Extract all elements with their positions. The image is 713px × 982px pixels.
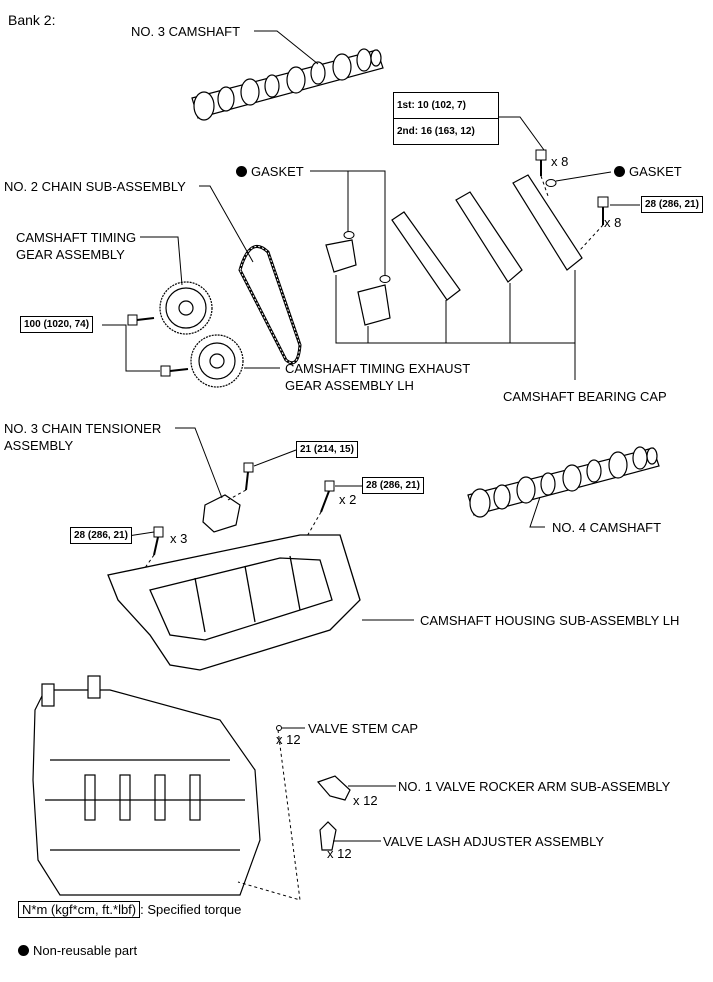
legend-non-reusable: Non-reusable part: [18, 942, 137, 959]
torque-housing-bolt-b: 28 (286, 21): [362, 477, 424, 494]
label-rocker-arm: NO. 1 VALVE ROCKER ARM SUB-ASSEMBLY: [398, 779, 671, 794]
legend-torque: N*m (kgf*cm, ft.*lbf): Specified torque: [18, 901, 241, 918]
count-housing-bolts-a: x 3: [170, 531, 188, 546]
label-timing-exhaust-gear: CAMSHAFT TIMING EXHAUST GEAR ASSEMBLY LH: [285, 361, 471, 393]
cylinder-head-drawing: [32, 675, 261, 896]
exhaust-gear-drawing: [190, 334, 244, 388]
count-valve-stem-caps: x 12: [276, 732, 301, 747]
rocker-arm-drawing: [316, 775, 351, 801]
label-gasket-right: GASKET: [614, 163, 682, 180]
label-no2-chain: NO. 2 CHAIN SUB-ASSEMBLY: [4, 179, 186, 194]
leader-tensioner: [175, 427, 223, 499]
torque-cap-bolt-1st: 1st: 10 (102, 7): [397, 100, 466, 111]
legend-torque-desc: : Specified torque: [140, 902, 242, 917]
label-valve-stem-cap: VALVE STEM CAP: [308, 721, 419, 736]
cap-bolt-drawing: [535, 149, 549, 197]
leader-no3-camshaft: [254, 30, 319, 65]
bank-title: Bank 2:: [8, 12, 56, 28]
no2-chain-drawing: [238, 245, 302, 365]
legend-torque-box: N*m (kgf*cm, ft.*lbf): [18, 901, 141, 918]
housing-drawing: [107, 534, 361, 671]
valve-stem-cap-drawing: [276, 725, 282, 731]
non-reusable-icon: [236, 166, 247, 177]
label-bearing-cap: CAMSHAFT BEARING CAP: [503, 389, 667, 404]
gear-bolts-drawing: [102, 314, 189, 377]
leader-no2-chain: [199, 185, 254, 263]
lash-adjuster-drawing: [319, 821, 337, 851]
torque-cap-bolt-2nd: 2nd: 16 (163, 12): [394, 118, 498, 144]
count-housing-bolts-b: x 2: [339, 492, 357, 507]
torque-cap-bolt-stack: 1st: 10 (102, 7) 2nd: 16 (163, 12): [393, 92, 499, 145]
tensioner-bolt-drawing: [227, 449, 297, 501]
torque-gear-bolt: 100 (1020, 74): [20, 316, 94, 333]
tensioner-drawing: [202, 494, 241, 533]
torque-tensioner-bolt: 21 (214, 15): [296, 441, 358, 458]
bearing-caps-drawing: [325, 174, 583, 326]
timing-gear-drawing: [159, 281, 213, 335]
torque-housing-bolt-a: 28 (286, 21): [70, 527, 132, 544]
torque-cap-side-bolt: 28 (286, 21): [641, 196, 703, 213]
label-no3-camshaft: NO. 3 CAMSHAFT: [131, 24, 241, 39]
count-rocker-arms: x 12: [353, 793, 378, 808]
label-timing-gear: CAMSHAFT TIMING GEAR ASSEMBLY: [16, 230, 137, 262]
leader-timing-gear: [140, 236, 183, 286]
gasket-right-drawing: [545, 171, 612, 187]
non-reusable-icon: [614, 166, 625, 177]
label-gasket-left: GASKET: [236, 163, 304, 180]
label-no3-tensioner: NO. 3 CHAIN TENSIONER ASSEMBLY: [4, 421, 162, 453]
housing-bolts-drawing: [127, 480, 362, 576]
cap-side-bolt-drawing: [579, 196, 609, 251]
no3-camshaft-drawing: [191, 48, 384, 121]
leader-gasket-left: [310, 170, 386, 275]
label-housing: CAMSHAFT HOUSING SUB-ASSEMBLY LH: [420, 613, 680, 628]
count-cap-bolts: x 8: [551, 154, 569, 169]
count-lash-adjusters: x 12: [327, 846, 352, 861]
non-reusable-icon: [18, 945, 29, 956]
leader-gasket-right: [555, 171, 612, 182]
no4-camshaft-drawing: [467, 446, 660, 518]
label-no4-camshaft: NO. 4 CAMSHAFT: [552, 520, 662, 535]
count-cap-side-bolts: x 8: [604, 215, 622, 230]
leader-no4-camshaft: [529, 496, 545, 528]
bearing-cap-bracket: [335, 270, 576, 380]
label-lash-adjuster: VALVE LASH ADJUSTER ASSEMBLY: [383, 834, 605, 849]
leader-cap-bolt-torque: [498, 116, 545, 151]
